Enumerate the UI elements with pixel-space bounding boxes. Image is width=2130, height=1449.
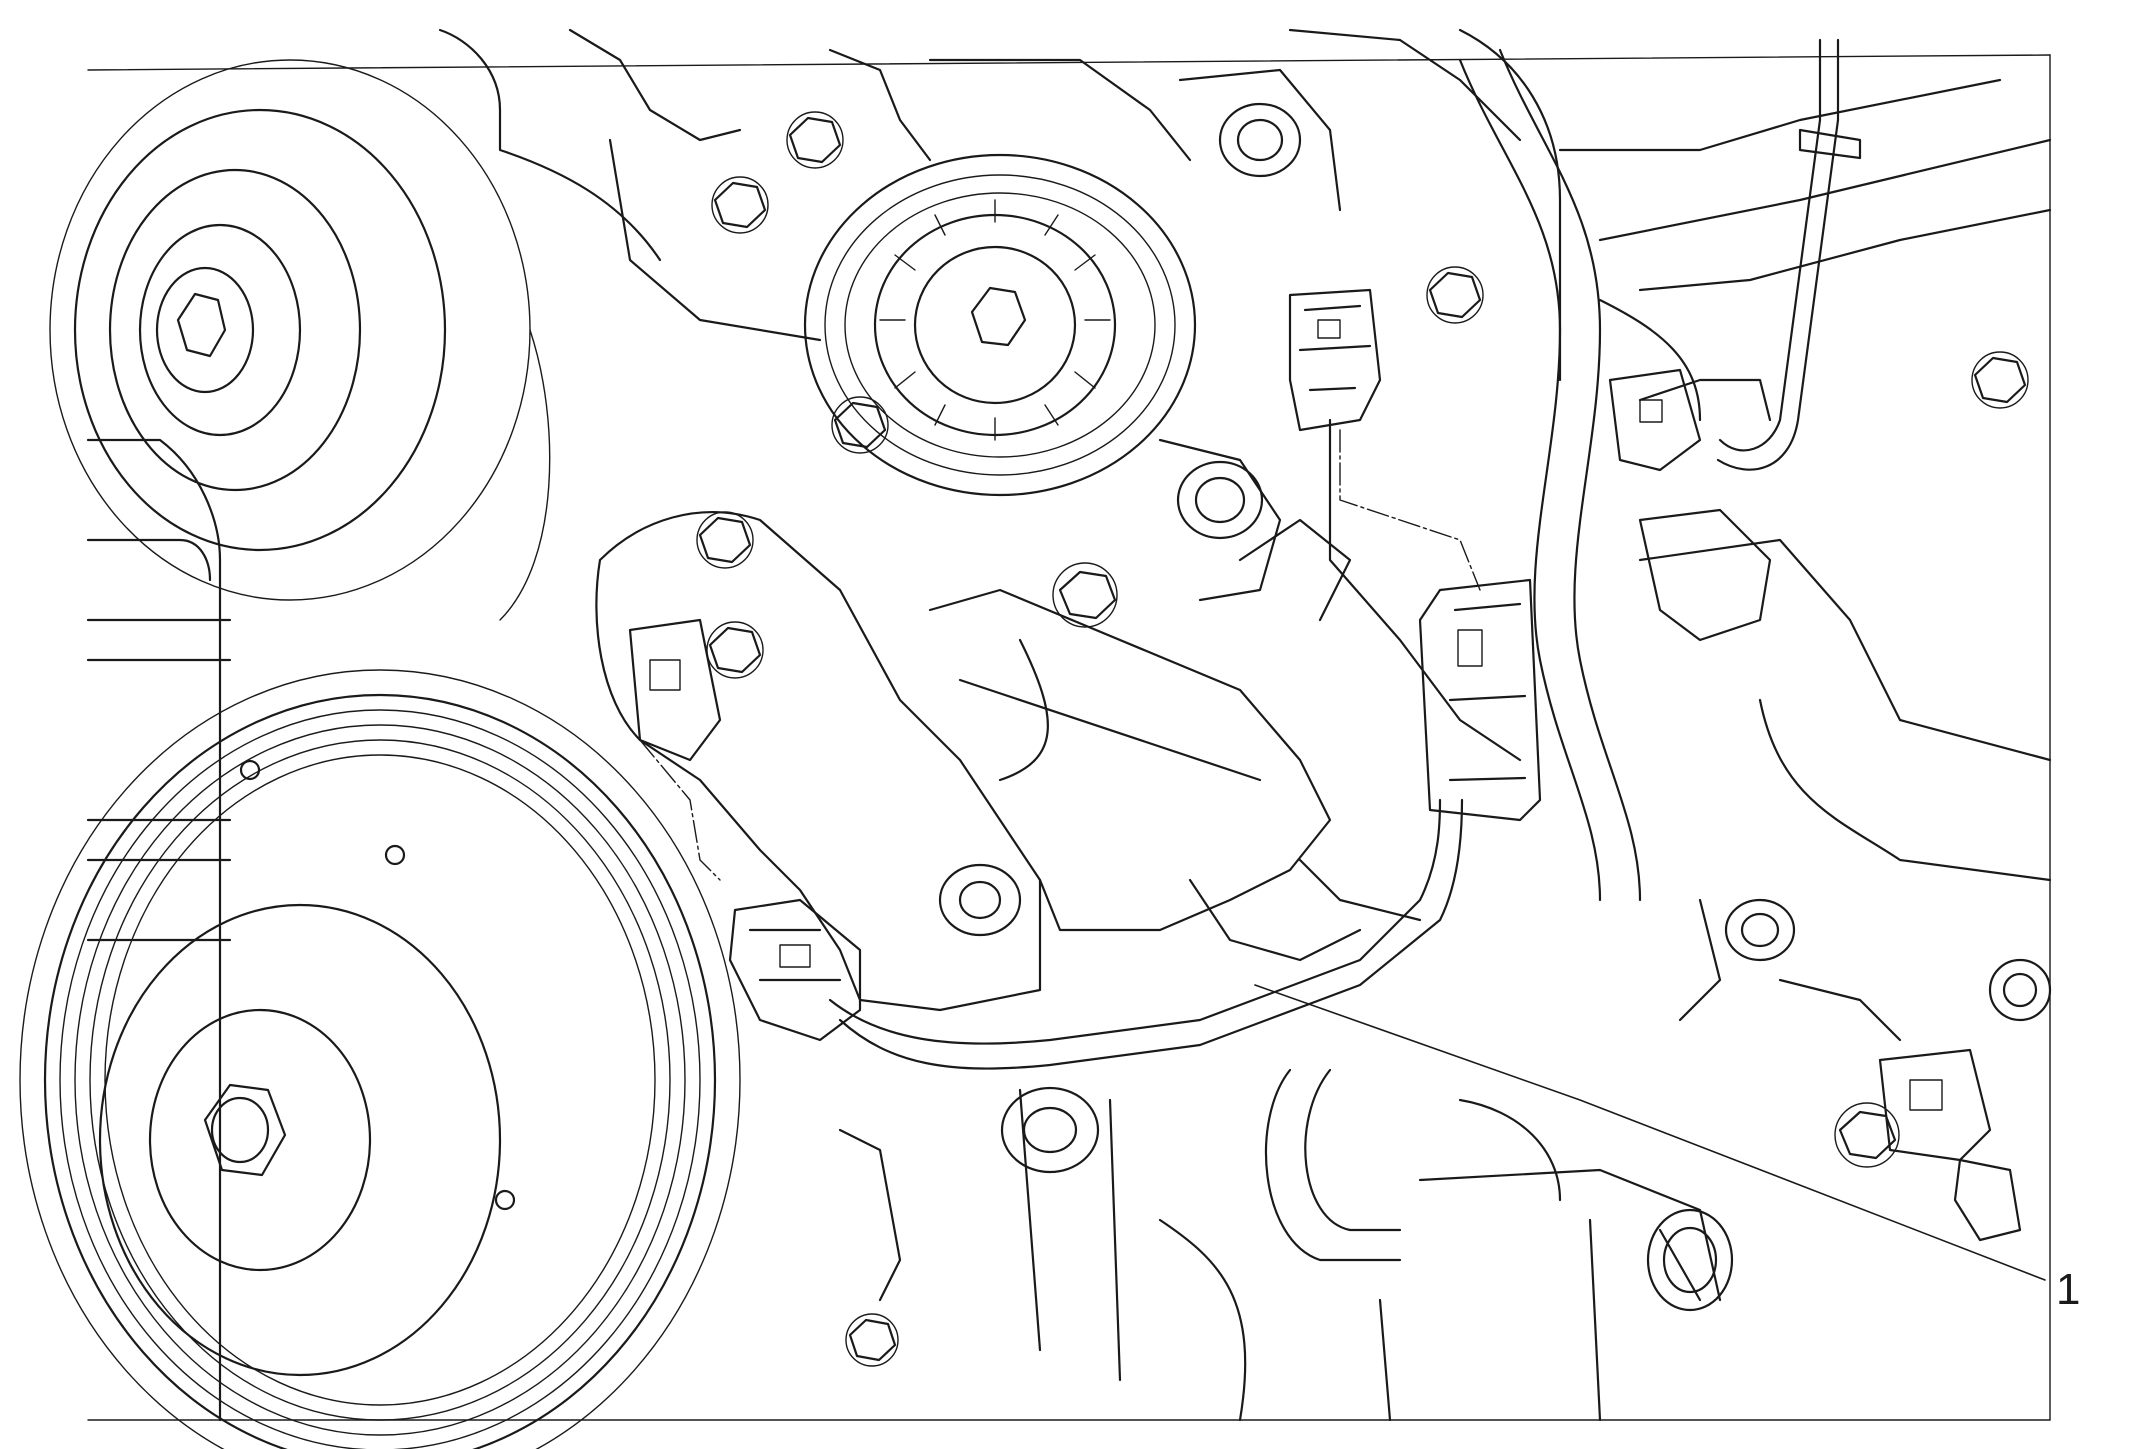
bolt-icon xyxy=(1834,1102,1900,1168)
connector-icon xyxy=(1608,368,1702,472)
connector-icon xyxy=(1418,578,1542,822)
crankshaft-pulley xyxy=(19,669,741,1449)
connector-icon xyxy=(1638,508,1772,642)
bolt-icon xyxy=(1971,351,2029,409)
wiring-harness xyxy=(1458,38,2052,902)
connector-icon xyxy=(728,898,862,1042)
upper-left-pulley xyxy=(49,59,551,621)
bolt-icon xyxy=(1426,266,1484,324)
callout-leader-line xyxy=(1254,984,2046,1281)
connector-icon-group xyxy=(628,288,2022,1242)
bolt-icon xyxy=(845,1313,899,1367)
bolt-icon xyxy=(706,621,764,679)
engine-block-upper xyxy=(438,28,2052,602)
bolt-icon xyxy=(696,511,754,569)
connector-icon xyxy=(1953,1158,2022,1242)
bolt-icon xyxy=(786,111,844,169)
bolt-icon xyxy=(1052,562,1118,628)
connector-icon xyxy=(628,618,722,762)
bolt-icon-group xyxy=(696,111,2029,1367)
connector-icon xyxy=(1878,1048,1992,1162)
lower-engine-area xyxy=(838,858,2052,1422)
timing-cover xyxy=(595,418,1522,1012)
sensor-wire-harness xyxy=(639,429,1481,1070)
frame-edges xyxy=(87,54,2051,1421)
connector-icon xyxy=(1288,288,1382,432)
bolt-icon xyxy=(831,396,889,454)
idler-pulley xyxy=(803,153,1197,497)
bolt-icon xyxy=(711,176,769,234)
callout-label: 1 xyxy=(2056,1265,2081,1314)
